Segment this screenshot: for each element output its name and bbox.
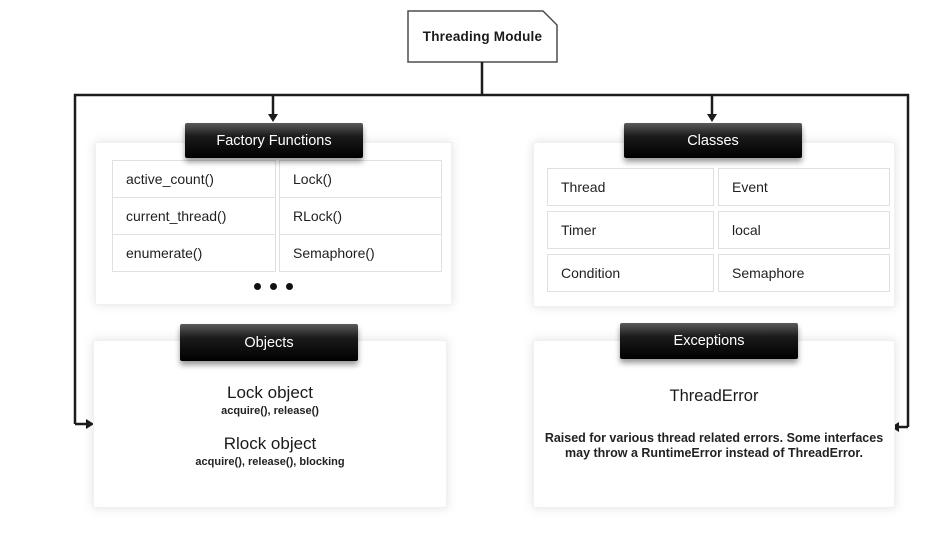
objects-panel: Lock object acquire(), release() Rlock o… <box>93 340 447 508</box>
root-card-shape <box>407 10 558 63</box>
class-cell: Condition <box>547 254 714 292</box>
object-methods: acquire(), release() <box>221 405 319 417</box>
exceptions-content: ThreadError Raised for various thread re… <box>534 385 894 461</box>
factory-functions-right-column: Lock() RLock() Semaphore() <box>279 160 442 272</box>
more-functions-ellipsis <box>96 283 451 290</box>
object-entry: Lock object acquire(), release() <box>94 381 446 419</box>
classes-left-column: Thread Timer Condition <box>547 168 714 297</box>
class-cell: Thread <box>547 168 714 206</box>
class-cell: Event <box>718 168 890 206</box>
function-cell: RLock() <box>279 197 442 235</box>
factory-functions-left-column: active_count() current_thread() enumerat… <box>112 160 276 272</box>
function-cell: active_count() <box>112 160 276 198</box>
classes-right-column: Event local Semaphore <box>718 168 890 297</box>
ellipsis-dot <box>286 283 293 290</box>
classes-panel: Thread Timer Condition Event local Semap… <box>533 142 895 307</box>
class-cell: local <box>718 211 890 249</box>
exception-name: ThreadError <box>669 387 759 405</box>
root-title: Threading Module <box>422 29 543 44</box>
connector-bus <box>73 93 910 427</box>
function-cell: Semaphore() <box>279 234 442 272</box>
function-cell: Lock() <box>279 160 442 198</box>
exceptions-header: Exceptions <box>620 323 798 359</box>
classes-header: Classes <box>624 123 802 158</box>
ellipsis-dot <box>270 283 277 290</box>
arrowhead-exceptions <box>891 422 899 432</box>
factory-functions-header: Factory Functions <box>185 123 363 158</box>
class-cell: Timer <box>547 211 714 249</box>
function-cell: enumerate() <box>112 234 276 272</box>
arrowhead-classes <box>707 114 717 122</box>
function-cell: current_thread() <box>112 197 276 235</box>
arrowhead-factory-functions <box>268 114 278 122</box>
class-cell: Semaphore <box>718 254 890 292</box>
object-entry: Rlock object acquire(), release(), block… <box>94 432 446 470</box>
exceptions-panel: ThreadError Raised for various thread re… <box>533 340 895 508</box>
objects-header: Objects <box>180 324 358 361</box>
object-name: Rlock object <box>223 434 317 453</box>
exception-description: Raised for various thread related errors… <box>544 431 884 460</box>
object-methods: acquire(), release(), blocking <box>195 456 345 468</box>
objects-content: Lock object acquire(), release() Rlock o… <box>94 381 446 483</box>
arrowhead-objects <box>86 419 94 429</box>
object-name: Lock object <box>227 383 313 402</box>
ellipsis-dot <box>254 283 261 290</box>
factory-functions-panel: active_count() current_thread() enumerat… <box>95 142 452 305</box>
